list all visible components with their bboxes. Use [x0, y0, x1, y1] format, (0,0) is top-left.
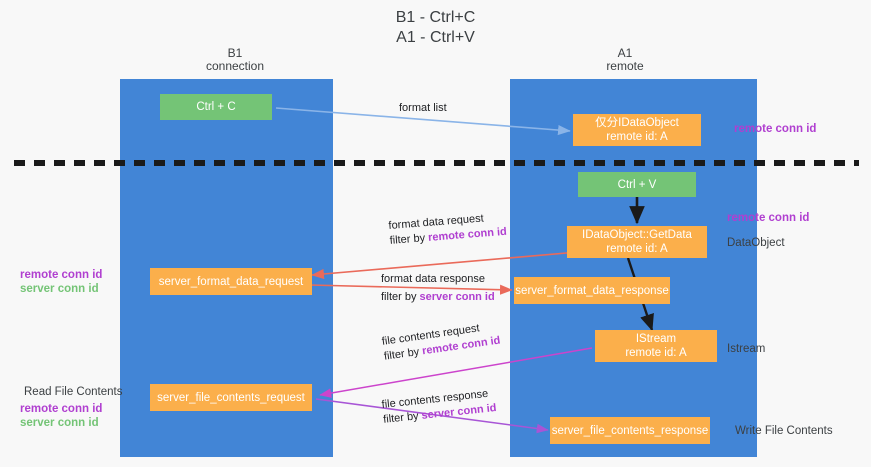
annotation-server-conn-id-left-1: server conn id: [20, 283, 99, 295]
annotation-write-file-contents: Write File Contents: [735, 425, 833, 437]
column-header-b1: B1 connection: [205, 46, 265, 73]
node-server-format-data-response[interactable]: server_format_data_response: [514, 277, 670, 304]
annotation-read-file-contents: Read File Contents: [24, 386, 123, 398]
annotation-istream: Istream: [727, 343, 766, 355]
edge-filter-prefix: filter by: [389, 231, 429, 247]
edge-label-format-data-response-line2: filter by server conn id: [381, 290, 495, 305]
annotation-server-conn-id-left-2: server conn id: [20, 417, 99, 429]
annotation-dataobject: DataObject: [727, 237, 785, 249]
node-idataobject-create[interactable]: 仅分IDataObject remote id: A: [573, 114, 701, 146]
edge-label-file-contents-response: file contents response filter by server …: [381, 386, 497, 428]
edge-filter-prefix-4: filter by: [382, 409, 423, 426]
node-server-file-contents-request[interactable]: server_file_contents_request: [150, 384, 312, 411]
node-server-file-contents-response[interactable]: server_file_contents_response: [550, 417, 710, 444]
edge-filter-prefix-3: filter by: [383, 345, 424, 363]
phase-separator-dashed-line: [14, 160, 859, 166]
column-header-a1: A1 remote: [606, 46, 644, 73]
annotation-remote-conn-id-left-1: remote conn id: [20, 269, 103, 281]
node-server-format-data-request[interactable]: server_format_data_request: [150, 268, 312, 295]
page-title: B1 - Ctrl+C A1 - Ctrl+V: [395, 9, 476, 46]
edge-label-format-data-response: format data response filter by server co…: [381, 272, 495, 305]
node-ctrl-c[interactable]: Ctrl + C: [160, 94, 272, 120]
node-idataobject-getdata[interactable]: IDataObject::GetData remote id: A: [567, 226, 707, 258]
edge-filter-key-server-conn-id: server conn id: [419, 291, 495, 303]
node-istream[interactable]: IStream remote id: A: [595, 330, 717, 362]
node-ctrl-v[interactable]: Ctrl + V: [578, 172, 696, 197]
annotation-conn-ids-1: remote conn id server conn id: [20, 268, 102, 296]
annotation-conn-ids-2: remote conn id server conn id: [20, 402, 102, 430]
annotation-remote-conn-id-left-2: remote conn id: [20, 403, 103, 415]
edge-label-format-list: format list: [399, 102, 447, 114]
annotation-remote-conn-id-1: remote conn id: [734, 123, 817, 135]
edge-label-format-data-request: format data request filter by remote con…: [388, 210, 507, 249]
edge-filter-prefix-2: filter by: [381, 291, 420, 303]
edge-label-file-contents-request: file contents request filter by remote c…: [381, 319, 501, 365]
annotation-remote-conn-id-2: remote conn id: [727, 212, 810, 224]
edge-label-format-data-response-line1: format data response: [381, 273, 485, 285]
